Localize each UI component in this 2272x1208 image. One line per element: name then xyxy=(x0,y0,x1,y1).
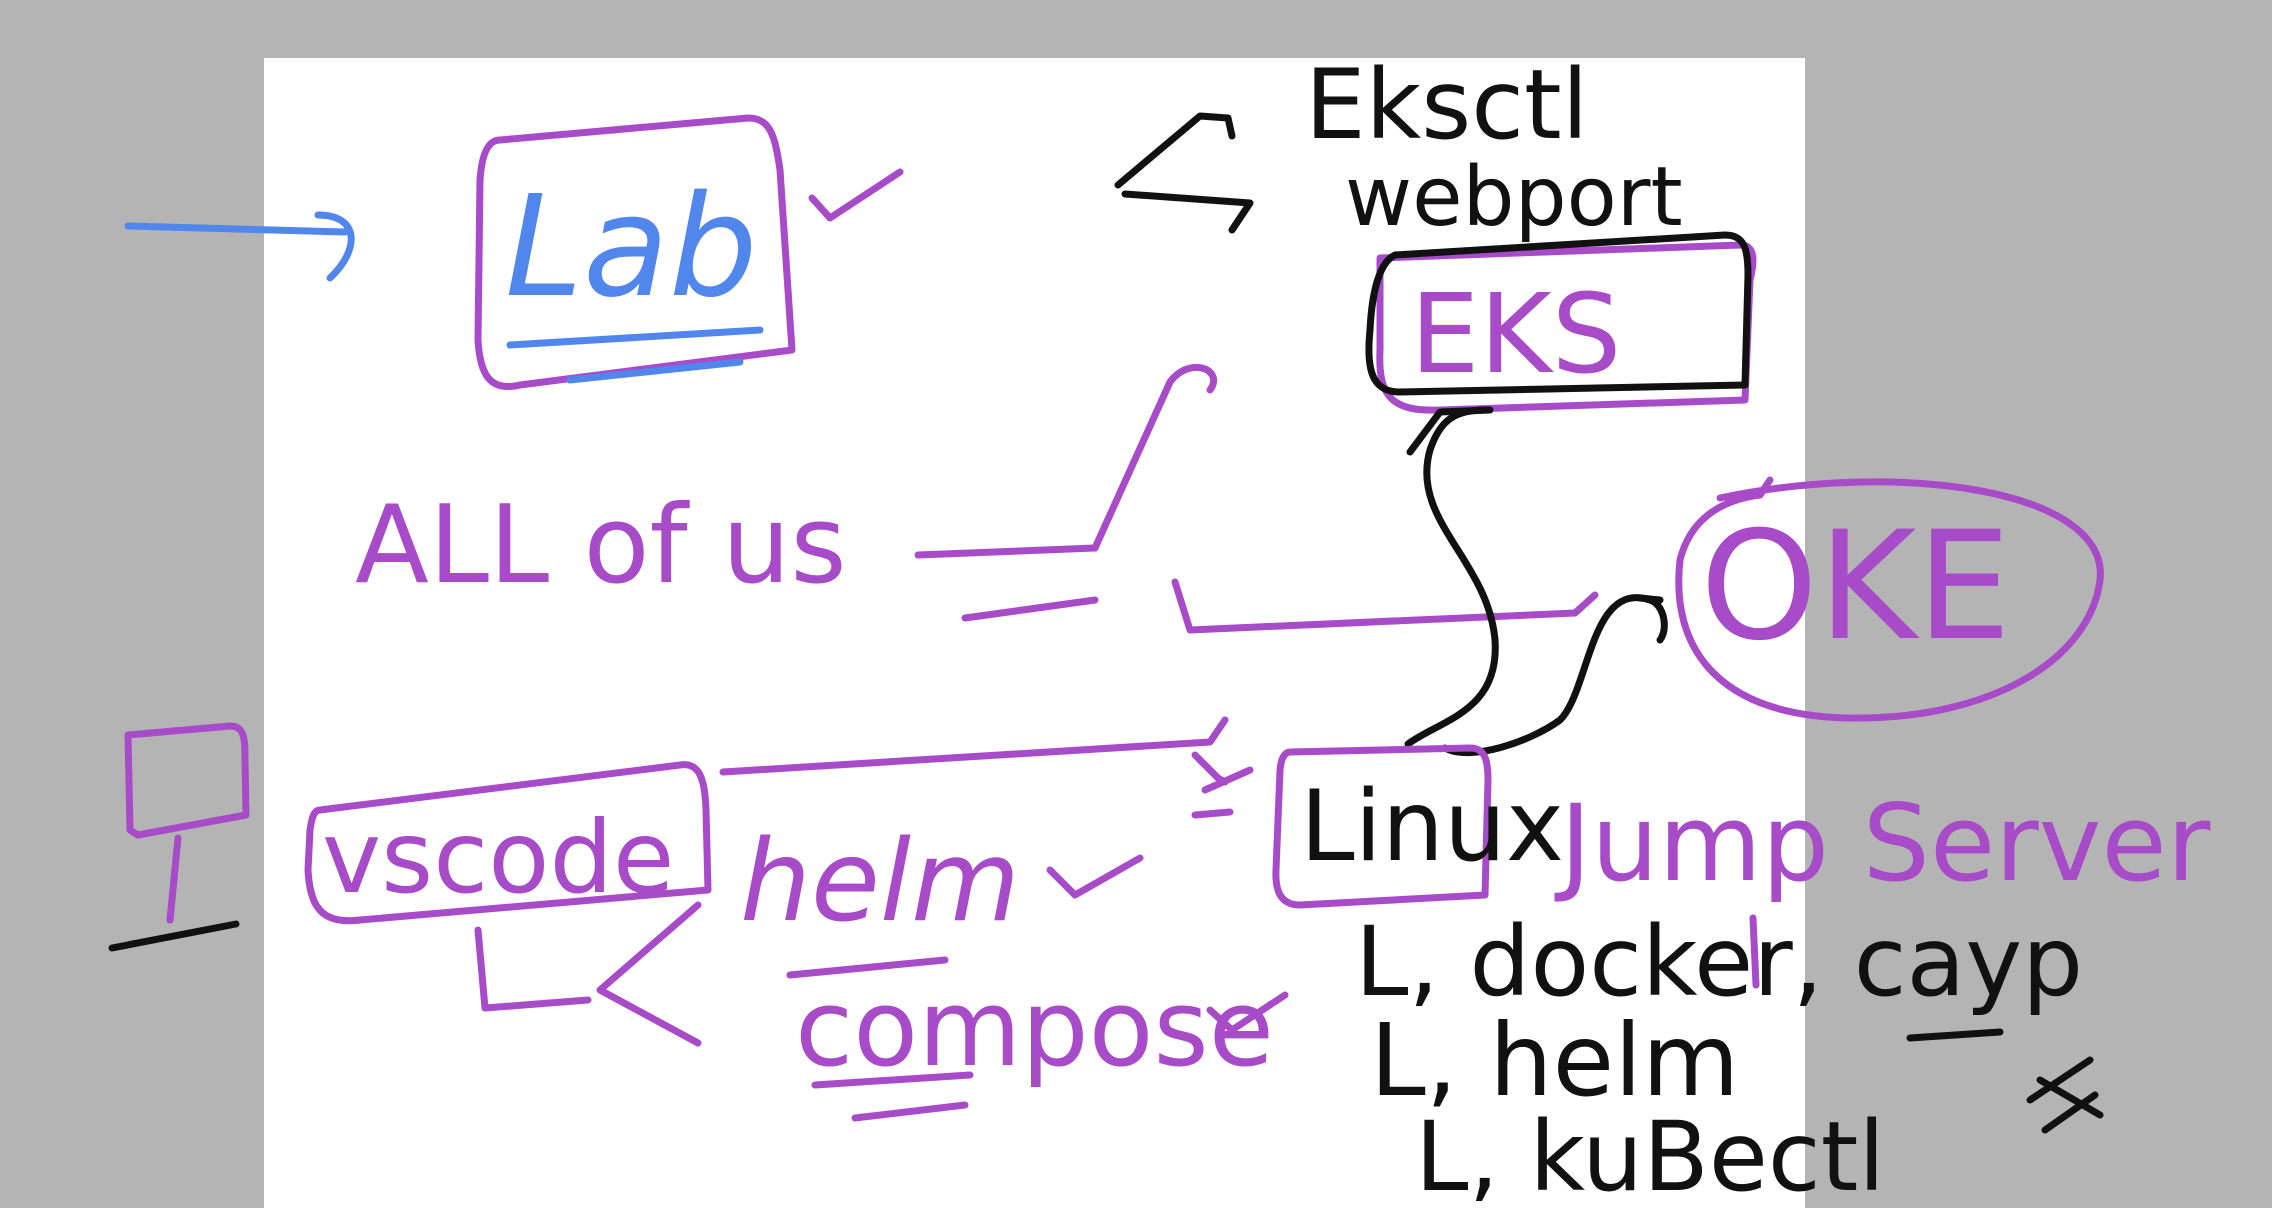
compose-underline xyxy=(811,1071,974,1122)
webport-label: webport xyxy=(1345,150,1683,245)
eks-label: EKS xyxy=(1410,270,1621,398)
lab-check xyxy=(808,168,904,222)
server-icon xyxy=(108,722,250,952)
lab-arrow xyxy=(124,211,355,282)
vscode-box xyxy=(304,761,712,925)
vertical-marks xyxy=(1749,914,1760,989)
docker-caype-item: L, docker, cayp xyxy=(1355,906,2083,1018)
compose-label: compose xyxy=(795,967,1274,1090)
vscode-label: vscode xyxy=(322,799,674,916)
kubectl-item: L, kuBectl xyxy=(1415,1101,1885,1208)
caret-arrow-icon xyxy=(1114,112,1254,234)
helm-item: L, helm xyxy=(1370,1002,1739,1119)
list-marks xyxy=(1906,1028,2104,1134)
helm-check xyxy=(1046,854,1144,899)
lab-label: Lab xyxy=(505,166,758,329)
linux-label: Linux xyxy=(1300,770,1564,884)
oke-label: OKE xyxy=(1700,500,2011,674)
vscode-stand xyxy=(474,901,702,1047)
connector-linux-oke xyxy=(1441,594,1668,757)
all-of-us-label: ALL of us xyxy=(355,483,847,608)
helm-label: helm xyxy=(740,817,1020,947)
compose-check xyxy=(1206,991,1289,1034)
lab-underline xyxy=(506,326,764,384)
connector-eks-linux xyxy=(1404,406,1499,748)
jump-server-label: Jump Server xyxy=(1554,782,2211,905)
linux-box xyxy=(1272,744,1492,909)
helm-underline xyxy=(786,956,949,979)
oke-ellipse xyxy=(1675,476,2104,722)
branch-lines xyxy=(719,363,1599,819)
lab-box xyxy=(474,114,796,390)
eksctl-label: Eksctl xyxy=(1305,49,1588,161)
